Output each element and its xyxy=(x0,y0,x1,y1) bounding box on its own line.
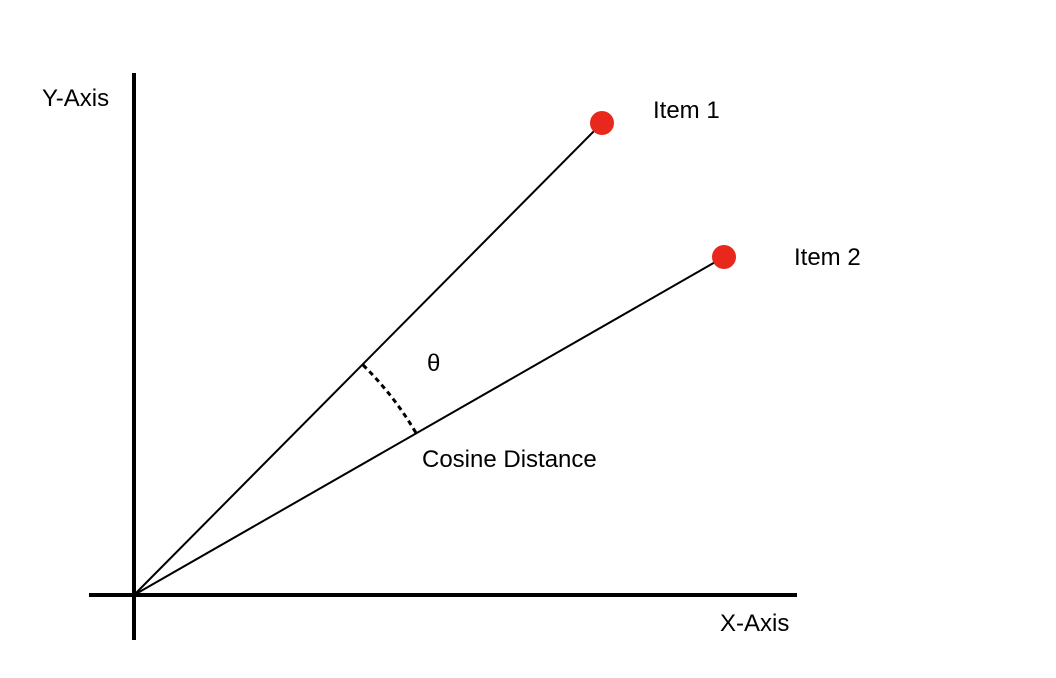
item1-point xyxy=(590,111,614,135)
vector-item2 xyxy=(133,256,725,596)
cosine-distance-label: Cosine Distance xyxy=(422,446,597,473)
y-axis-label: Y-Axis xyxy=(42,85,109,112)
item1-label: Item 1 xyxy=(653,97,720,124)
item2-label: Item 2 xyxy=(794,244,861,271)
vector-item1 xyxy=(133,122,603,596)
angle-theta-label: θ xyxy=(427,350,440,377)
item2-point xyxy=(712,245,736,269)
x-axis-label: X-Axis xyxy=(720,610,789,637)
angle-arc xyxy=(361,363,418,434)
